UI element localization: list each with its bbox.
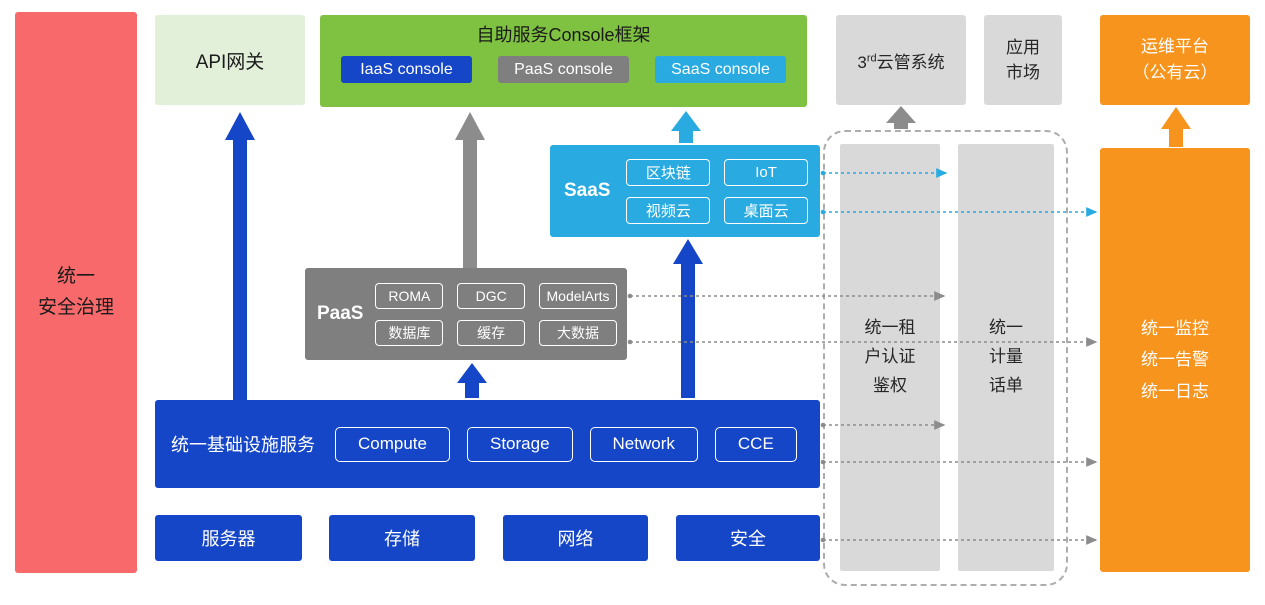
api-gateway-label: API网关 (195, 51, 265, 73)
paas-chip-database: 数据库 (375, 319, 444, 346)
hardware-box-storage: 存储 (329, 515, 475, 561)
arrow-group-to-third-cloud (886, 106, 916, 129)
iaas-chip-storage: Storage (466, 426, 573, 462)
iaas-console-button: IaaS console (341, 56, 472, 84)
console-framework-box: 自助服务Console框架 IaaS console PaaS console … (320, 15, 807, 107)
dot-paas-monitoring (627, 339, 633, 345)
monitoring-bar: 统一监控 统一告警 统一日志 (1100, 148, 1250, 572)
tenant-auth-label: 统一租 户认证 鉴权 (864, 318, 916, 395)
paas-chip-modelarts: ModelArts (539, 282, 617, 309)
hardware-box-network: 网络 (503, 515, 648, 561)
paas-chip-roma: ROMA (375, 282, 444, 309)
console-buttons-row: IaaS console PaaS console SaaS console (341, 56, 786, 84)
tenant-auth-bar: 统一租 户认证 鉴权 (840, 144, 940, 571)
iaas-chip-compute: Compute (335, 426, 450, 462)
dot-paas-auth (627, 293, 633, 299)
ops-platform-box: 运维平台 （公有云） (1100, 15, 1250, 105)
paas-layer-label: PaaS (317, 303, 364, 324)
arrow-iaas-to-saas (673, 239, 703, 398)
arrow-iaas-to-api-gateway (225, 112, 255, 400)
third-party-cloud-mgmt-box: 3rd云管系统 (836, 15, 966, 105)
saas-console-button: SaaS console (655, 56, 786, 84)
ops-platform-label: 运维平台 （公有云） (1132, 36, 1218, 82)
api-gateway-box: API网关 (155, 15, 305, 105)
paas-chip-grid: ROMA DGC ModelArts 数据库 缓存 大数据 (375, 282, 617, 346)
saas-chip-video-cloud: 视频云 (626, 196, 711, 224)
security-governance-label: 统一 安全治理 (37, 266, 114, 318)
iaas-layer-label: 统一基础设施服务 (171, 435, 315, 455)
saas-chip-grid: 区块链 IoT 视频云 桌面云 (626, 158, 808, 224)
iaas-chip-cce: CCE (714, 426, 797, 462)
hardware-server-label: 服务器 (201, 529, 256, 549)
arrow-monitoring-to-ops-platform (1161, 107, 1191, 147)
iaas-chip-network: Network (589, 426, 698, 462)
saas-chip-iot: IoT (724, 158, 808, 186)
paas-chip-bigdata: 大数据 (539, 319, 617, 346)
iaas-layer-box: 统一基础设施服务 Compute Storage Network CCE (155, 400, 820, 488)
shared-services-dashed-group (823, 130, 1068, 586)
security-governance-bar: 统一 安全治理 (15, 12, 137, 573)
third-party-cloud-mgmt-label: 3rd云管系统 (857, 51, 945, 72)
paas-chip-cache: 缓存 (457, 319, 526, 346)
saas-layer-box: SaaS 区块链 IoT 视频云 桌面云 (550, 145, 820, 237)
hardware-box-security: 安全 (676, 515, 820, 561)
hardware-storage-label: 存储 (384, 529, 420, 549)
paas-console-button: PaaS console (498, 56, 629, 84)
metering-label: 统一 计量 话单 (989, 318, 1023, 395)
hardware-security-label: 安全 (730, 529, 766, 549)
paas-layer-box: PaaS ROMA DGC ModelArts 数据库 缓存 大数据 (305, 268, 627, 360)
hardware-box-server: 服务器 (155, 515, 302, 561)
arrow-iaas-to-paas (457, 363, 487, 398)
hardware-network-label: 网络 (557, 529, 594, 549)
console-framework-title: 自助服务Console框架 (476, 25, 651, 45)
arrow-saas-to-console (671, 111, 701, 143)
saas-layer-label: SaaS (564, 180, 611, 201)
app-market-label: 应用 市场 (1006, 37, 1040, 83)
monitoring-label: 统一监控 统一告警 统一日志 (1141, 318, 1209, 401)
iaas-chip-row: Compute Storage Network CCE (335, 426, 797, 462)
paas-chip-dgc: DGC (457, 282, 526, 309)
saas-chip-blockchain: 区块链 (626, 158, 711, 186)
metering-bar: 统一 计量 话单 (958, 144, 1054, 571)
app-market-box: 应用 市场 (984, 15, 1062, 105)
saas-chip-desktop-cloud: 桌面云 (724, 196, 808, 224)
arrow-paas-to-console (455, 112, 485, 268)
